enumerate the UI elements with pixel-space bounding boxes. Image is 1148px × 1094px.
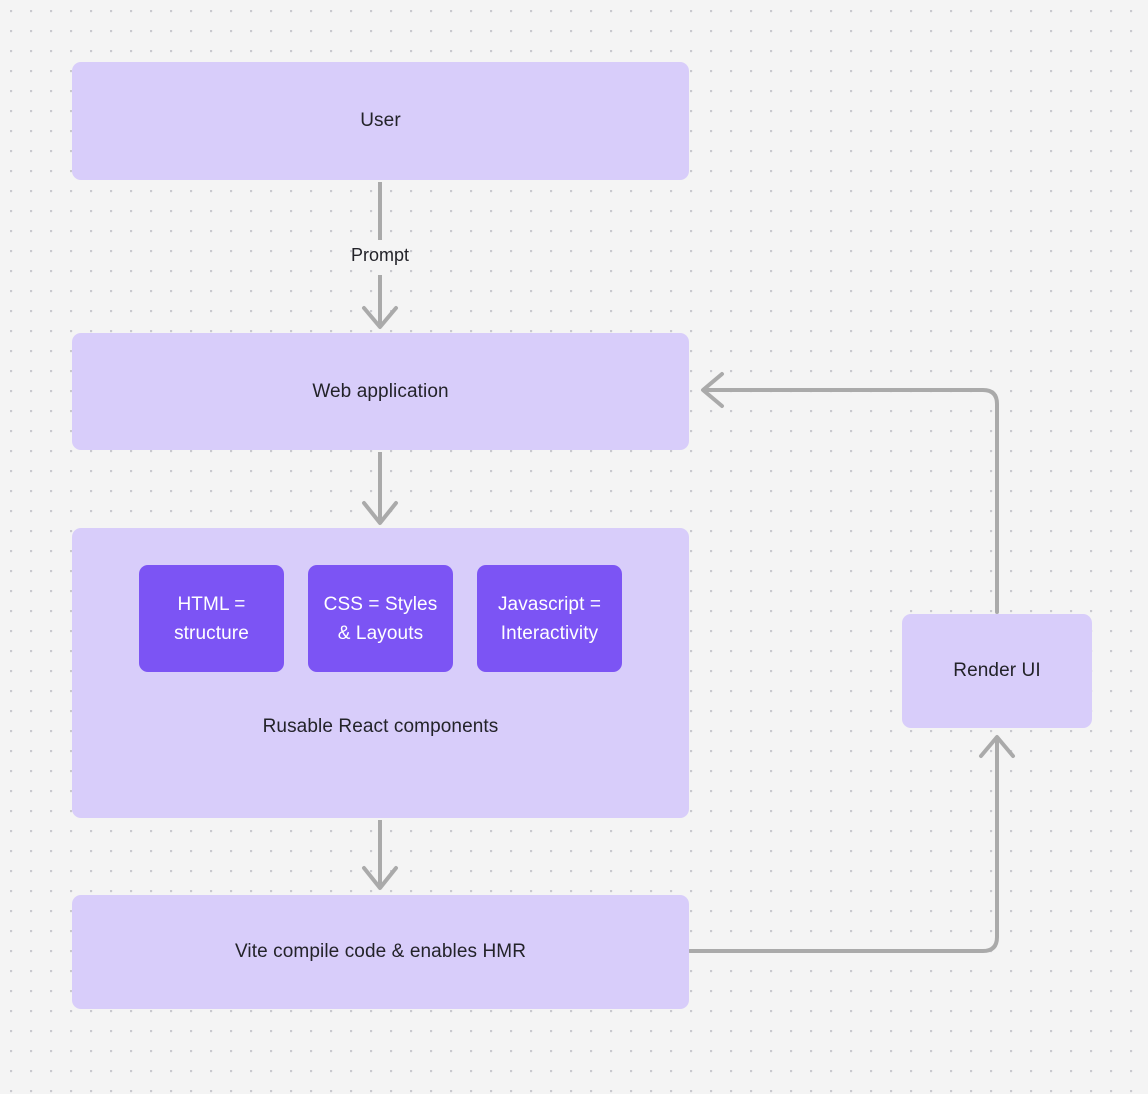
node-user-label: User: [360, 110, 401, 132]
arrowhead-prompt-to-webapp: [362, 306, 398, 329]
edge-render-to-webapp: [704, 388, 999, 614]
node-render-ui-label: Render UI: [953, 660, 1041, 682]
components-group-caption: Rusable React components: [262, 716, 499, 737]
edge-vite-to-render: [688, 738, 999, 953]
node-web-application-label: Web application: [312, 380, 449, 402]
arrowhead-render-to-webapp: [701, 372, 724, 408]
chip-row: HTML = structure CSS = Styles & Layouts …: [72, 565, 689, 672]
chip-javascript[interactable]: Javascript = Interactivity: [477, 565, 622, 672]
chip-css[interactable]: CSS = Styles & Layouts: [308, 565, 453, 672]
edge-label-prompt[interactable]: Prompt: [351, 245, 410, 265]
node-vite[interactable]: Vite compile code & enables HMR: [72, 895, 689, 1009]
chip-html[interactable]: HTML = structure: [139, 565, 284, 672]
node-render-ui[interactable]: Render UI: [902, 614, 1092, 728]
node-vite-label: Vite compile code & enables HMR: [234, 941, 527, 963]
arrowhead-vite-to-render: [979, 735, 1015, 758]
node-web-application[interactable]: Web application: [72, 333, 689, 450]
node-components-group[interactable]: HTML = structure CSS = Styles & Layouts …: [72, 528, 689, 818]
arrowhead-webapp-to-components: [362, 501, 398, 525]
node-user[interactable]: User: [72, 62, 689, 180]
arrowhead-components-to-vite: [362, 866, 398, 890]
